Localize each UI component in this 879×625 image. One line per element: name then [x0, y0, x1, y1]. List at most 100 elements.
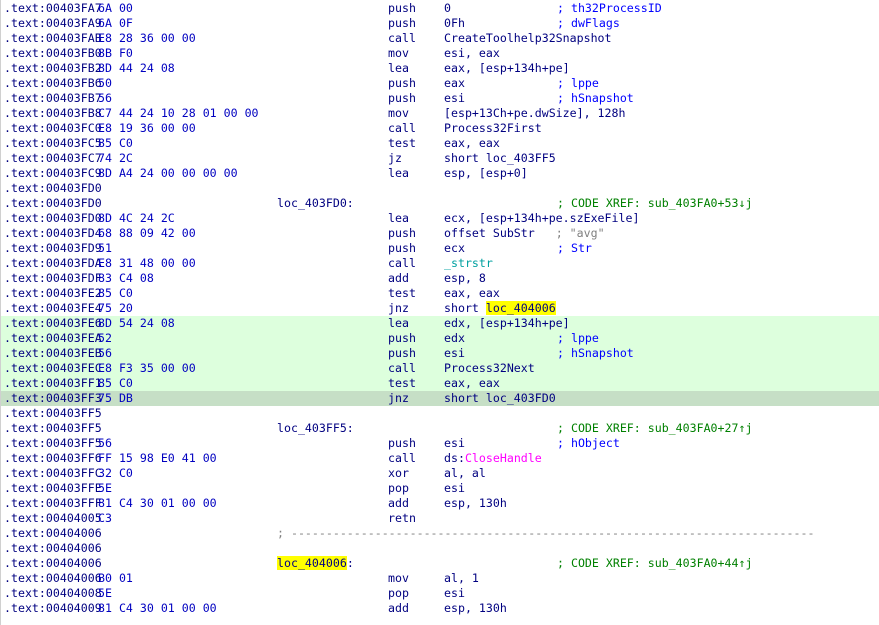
operand-text[interactable]: esi	[444, 436, 465, 450]
code-line[interactable]: .text:00403FF5	[1, 406, 879, 421]
library-function-link[interactable]: _strstr	[444, 256, 493, 270]
operand-text[interactable]: edx	[444, 331, 465, 345]
instruction-operands[interactable]: edx	[444, 331, 465, 346]
operand-text[interactable]: offset SubStr	[444, 226, 535, 240]
highlighted-label[interactable]: loc_404006	[277, 556, 347, 570]
instruction-operands[interactable]: short loc_403FF5	[444, 151, 556, 166]
instruction-operands[interactable]: Process32Next	[444, 361, 535, 376]
operand-text[interactable]: eax, eax	[444, 136, 500, 150]
instruction-operands[interactable]: eax, eax	[444, 136, 500, 151]
operand-text[interactable]: ecx	[444, 241, 465, 255]
instruction-operands[interactable]: ds:CloseHandle	[444, 451, 542, 466]
instruction-operands[interactable]: esi	[444, 481, 465, 496]
operand-text[interactable]: Process32Next	[444, 361, 535, 375]
operand-text[interactable]: eax, [esp+134h+pe]	[444, 61, 570, 75]
operand-text[interactable]: eax, eax	[444, 286, 500, 300]
instruction-operands[interactable]: 0Fh	[444, 16, 465, 31]
operand-text[interactable]: eax	[444, 76, 465, 90]
operand-text[interactable]: short loc_403FD0	[444, 391, 556, 405]
operand-text[interactable]: CreateToolhelp32Snapshot	[444, 31, 612, 45]
operand-text[interactable]: esi, eax	[444, 46, 500, 60]
instruction-operands[interactable]: esp, 130h	[444, 496, 507, 511]
code-label[interactable]: loc_403FF5:	[277, 421, 354, 435]
instruction-operands[interactable]: eax, [esp+134h+pe]	[444, 61, 570, 76]
instruction-operands[interactable]: esi	[444, 346, 465, 361]
instruction-operands[interactable]: esi	[444, 586, 465, 601]
code-line[interactable]: .text:00403FD0	[1, 181, 879, 196]
instruction-operands[interactable]: al, al	[444, 466, 486, 481]
instruction-operands[interactable]: short loc_404006	[444, 301, 556, 316]
operand-text[interactable]: [esp+13Ch+pe.dwSize], 128h	[444, 106, 626, 120]
operand-text[interactable]: ds:	[444, 451, 465, 465]
operand-text[interactable]: Process32First	[444, 121, 542, 135]
operand-text[interactable]: al, al	[444, 466, 486, 480]
instruction-operands[interactable]: [esp+13Ch+pe.dwSize], 128h	[444, 106, 625, 121]
operand-text[interactable]: esp, 8	[444, 271, 486, 285]
instruction-operands[interactable]: esp, 130h	[444, 601, 507, 616]
instruction-operands[interactable]: CreateToolhelp32Snapshot	[444, 31, 612, 46]
instruction-operands[interactable]: eax	[444, 76, 465, 91]
instruction-operands[interactable]: ecx	[444, 241, 465, 256]
operand-text[interactable]: esi	[444, 586, 465, 600]
instruction-operands[interactable]: esi, eax	[444, 46, 500, 61]
instruction-operands[interactable]: offset SubStr ; "avg"	[444, 226, 605, 241]
operand-text[interactable]: al, 1	[444, 571, 479, 585]
operand-text[interactable]: short loc_403FF5	[444, 151, 556, 165]
instruction-operands[interactable]: esi	[444, 436, 465, 451]
instruction-operands[interactable]: esp, [esp+0]	[444, 166, 528, 181]
operand-text[interactable]: esi	[444, 481, 465, 495]
instruction-operands[interactable]: eax, eax	[444, 376, 500, 391]
instruction-operands[interactable]: esp, 8	[444, 271, 486, 286]
operand-text[interactable]: esp, 130h	[444, 601, 507, 615]
operand-text[interactable]: eax, eax	[444, 376, 500, 390]
instruction-operands[interactable]: _strstr	[444, 256, 493, 271]
instruction-operands[interactable]: esi	[444, 91, 465, 106]
highlighted-operand[interactable]: loc_404006	[485, 301, 556, 315]
instruction-operands[interactable]: short loc_403FD0	[444, 391, 556, 406]
instruction-operands[interactable]: eax, eax	[444, 286, 500, 301]
instruction-operands[interactable]: ecx, [esp+134h+pe.szExeFile]	[444, 211, 639, 226]
operand-text[interactable]: esp, [esp+0]	[444, 166, 528, 180]
instruction-operands[interactable]: edx, [esp+134h+pe]	[444, 316, 570, 331]
operand-text[interactable]: esp, 130h	[444, 496, 507, 510]
operand-text[interactable]: esi	[444, 346, 465, 360]
operand-text[interactable]: ecx, [esp+134h+pe.szExeFile]	[444, 211, 640, 225]
code-label[interactable]: loc_404006:	[277, 556, 354, 571]
